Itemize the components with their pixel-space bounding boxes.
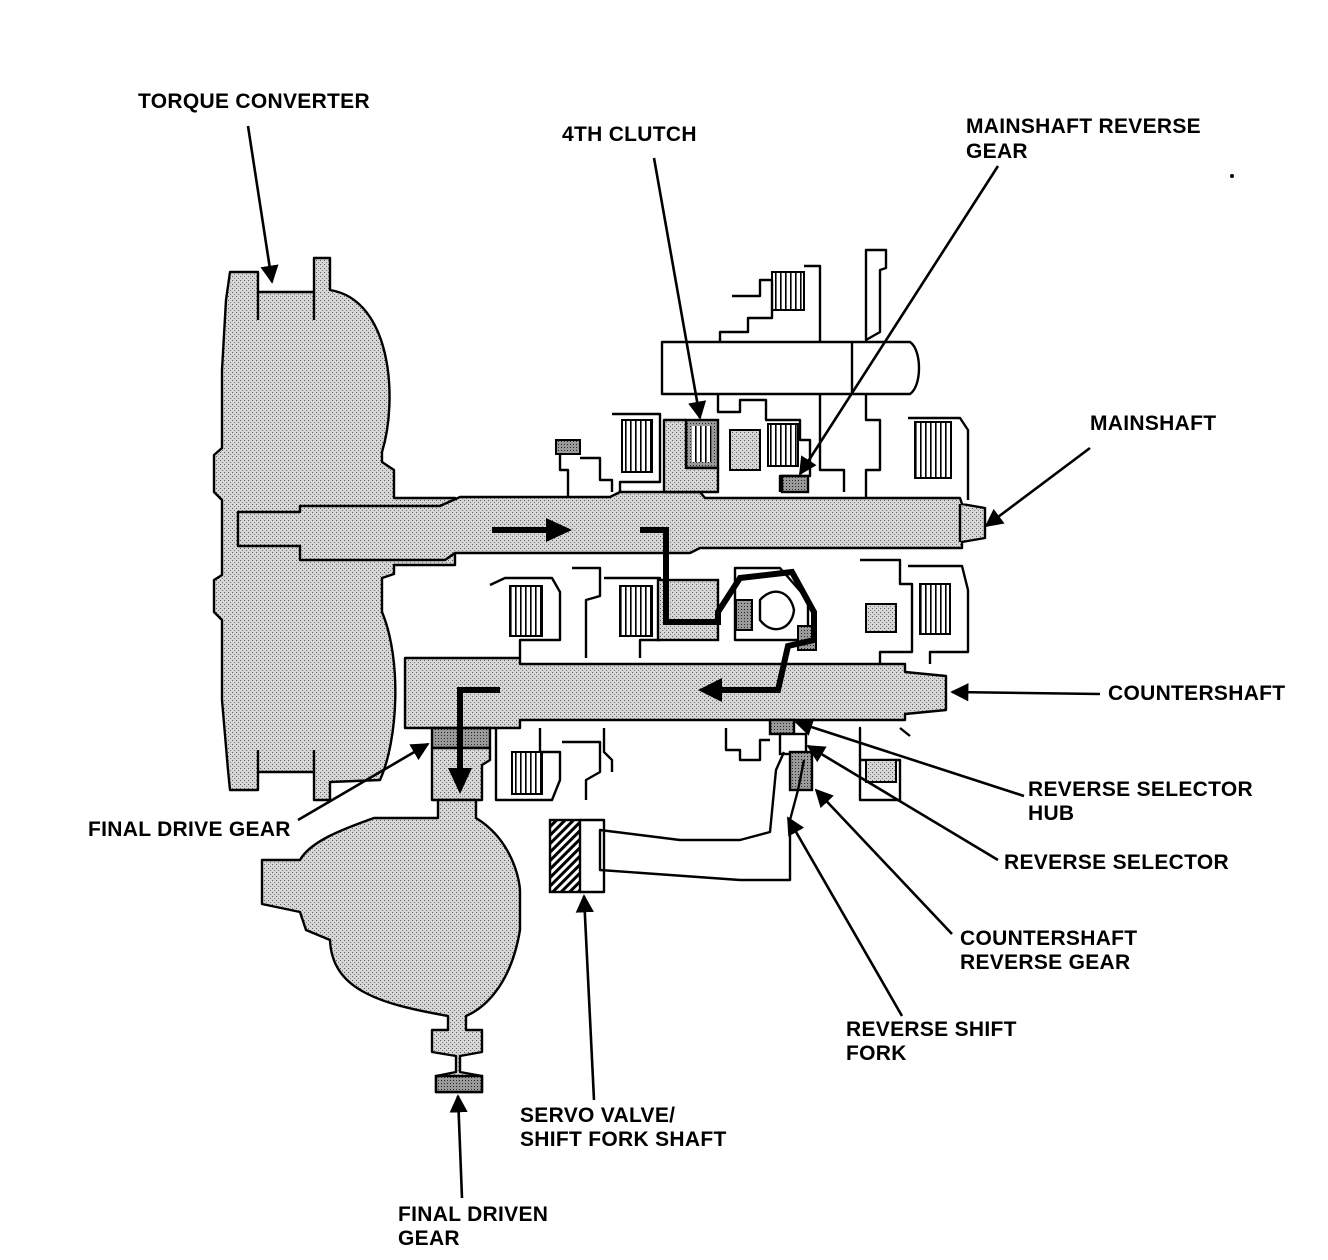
label-reverse-shift-fork-line1: REVERSE SHIFT: [846, 1018, 1017, 1041]
leader-lines: [246, 125, 1101, 1199]
final-driven-gear: [434, 1074, 484, 1094]
label-mainshaft-reverse-gear-line2: GEAR: [966, 140, 1028, 163]
servo-valve-shift-fork-shaft: [548, 818, 582, 894]
label-final-drive-gear: FINAL DRIVE GEAR: [88, 818, 291, 841]
label-torque-converter: TORQUE CONVERTER: [138, 90, 370, 113]
label-reverse-shift-fork-line2: FORK: [846, 1042, 907, 1065]
upper-shaft: [660, 340, 921, 396]
reverse-power-flow-path: [448, 518, 817, 794]
label-final-driven-gear-line1: FINAL DRIVEN: [398, 1203, 548, 1226]
label-mainshaft-reverse-gear-line1: MAINSHAFT REVERSE: [966, 115, 1201, 138]
mainshaft: [236, 490, 987, 562]
label-servo-valve-line1: SERVO VALVE/: [520, 1104, 675, 1127]
label-final-driven-gear-line2: GEAR: [398, 1227, 460, 1250]
label-countershaft: COUNTERSHAFT: [1108, 682, 1285, 705]
label-countershaft-reverse-gear-line2: REVERSE GEAR: [960, 951, 1130, 974]
differential-housing: [260, 798, 522, 1094]
label-reverse-selector: REVERSE SELECTOR: [1004, 851, 1229, 874]
label-mainshaft: MAINSHAFT: [1090, 412, 1216, 435]
mainshaft-reverse-gear: [780, 474, 810, 494]
countershaft: [403, 656, 948, 730]
label-countershaft-reverse-gear-line1: COUNTERSHAFT: [960, 927, 1137, 950]
label-servo-valve-line2: SHIFT FORK SHAFT: [520, 1128, 727, 1151]
label-fourth-clutch: 4TH CLUTCH: [562, 123, 697, 146]
label-reverse-selector-hub-line2: HUB: [1028, 802, 1074, 825]
reverse-shift-fork: [598, 751, 806, 882]
label-reverse-selector-hub-line1: REVERSE SELECTOR: [1028, 778, 1253, 801]
reverse-selector-hub: [768, 718, 796, 736]
